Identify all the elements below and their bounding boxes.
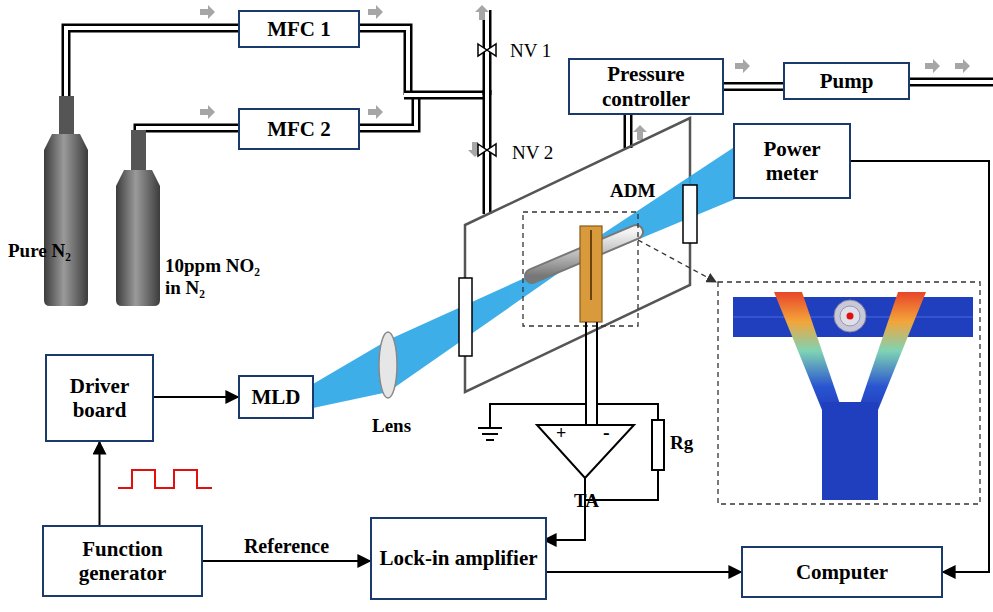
- fem-inset: [718, 282, 980, 504]
- box-label: Pressure controller: [570, 62, 722, 110]
- component-box: MFC 2: [238, 108, 360, 150]
- pipe-outline: [724, 82, 783, 91]
- needle-valves: [478, 44, 496, 156]
- box-label: Lock-in amplifier: [375, 546, 541, 570]
- gas-chamber: [465, 118, 690, 392]
- gas-pipes: [66, 10, 993, 214]
- signal-arrow: [851, 161, 989, 572]
- adm-module: [523, 212, 716, 326]
- gas-cylinders: [44, 96, 160, 306]
- box-label: Power meter: [735, 137, 849, 185]
- box-label: MFC 2: [263, 117, 335, 141]
- part-label: Pure N₂: [8, 240, 71, 262]
- box-label: Function generator: [44, 537, 201, 585]
- component-box: Power meter: [733, 123, 851, 199]
- laser-beam: [313, 140, 752, 408]
- box-label: Pump: [816, 69, 878, 93]
- square-wave: [118, 470, 212, 488]
- optical-window: [683, 185, 697, 243]
- component-box: Pump: [783, 62, 910, 100]
- lens: [379, 332, 397, 398]
- part-label: -: [603, 421, 610, 444]
- box-label: Computer: [792, 560, 892, 584]
- signal-arrow: [203, 560, 370, 562]
- component-box: MFC 1: [238, 10, 360, 48]
- signal-arrow: [547, 571, 741, 573]
- box-label: Driver board: [47, 374, 152, 422]
- part-label: +: [556, 423, 566, 444]
- part-label: ADM: [610, 180, 655, 202]
- flow-arrows: [200, 5, 970, 157]
- amplifier-circuit: [478, 322, 664, 540]
- part-label: NV 1: [510, 40, 551, 62]
- part-label: Rg: [670, 432, 693, 454]
- box-label: MFC 1: [263, 17, 335, 41]
- part-label: NV 2: [512, 142, 553, 164]
- optical-window: [459, 278, 472, 356]
- component-box: Driver board: [45, 354, 154, 442]
- component-box: Function generator: [42, 525, 203, 597]
- component-box: MLD: [238, 375, 314, 419]
- edge-label: Reference: [242, 535, 331, 558]
- part-label: TA: [574, 490, 599, 512]
- signal-arrow: [154, 396, 238, 398]
- component-box: Lock-in amplifier: [370, 517, 547, 600]
- component-box: Computer: [741, 546, 943, 598]
- component-box: Pressure controller: [568, 58, 724, 115]
- signal-arrow: [99, 442, 101, 525]
- part-label: Lens: [372, 415, 411, 437]
- box-label: MLD: [248, 385, 305, 409]
- part-label: 10ppm NO₂ in N₂: [165, 255, 265, 299]
- gas-pipe: [724, 85, 783, 89]
- connectors: [100, 87, 990, 573]
